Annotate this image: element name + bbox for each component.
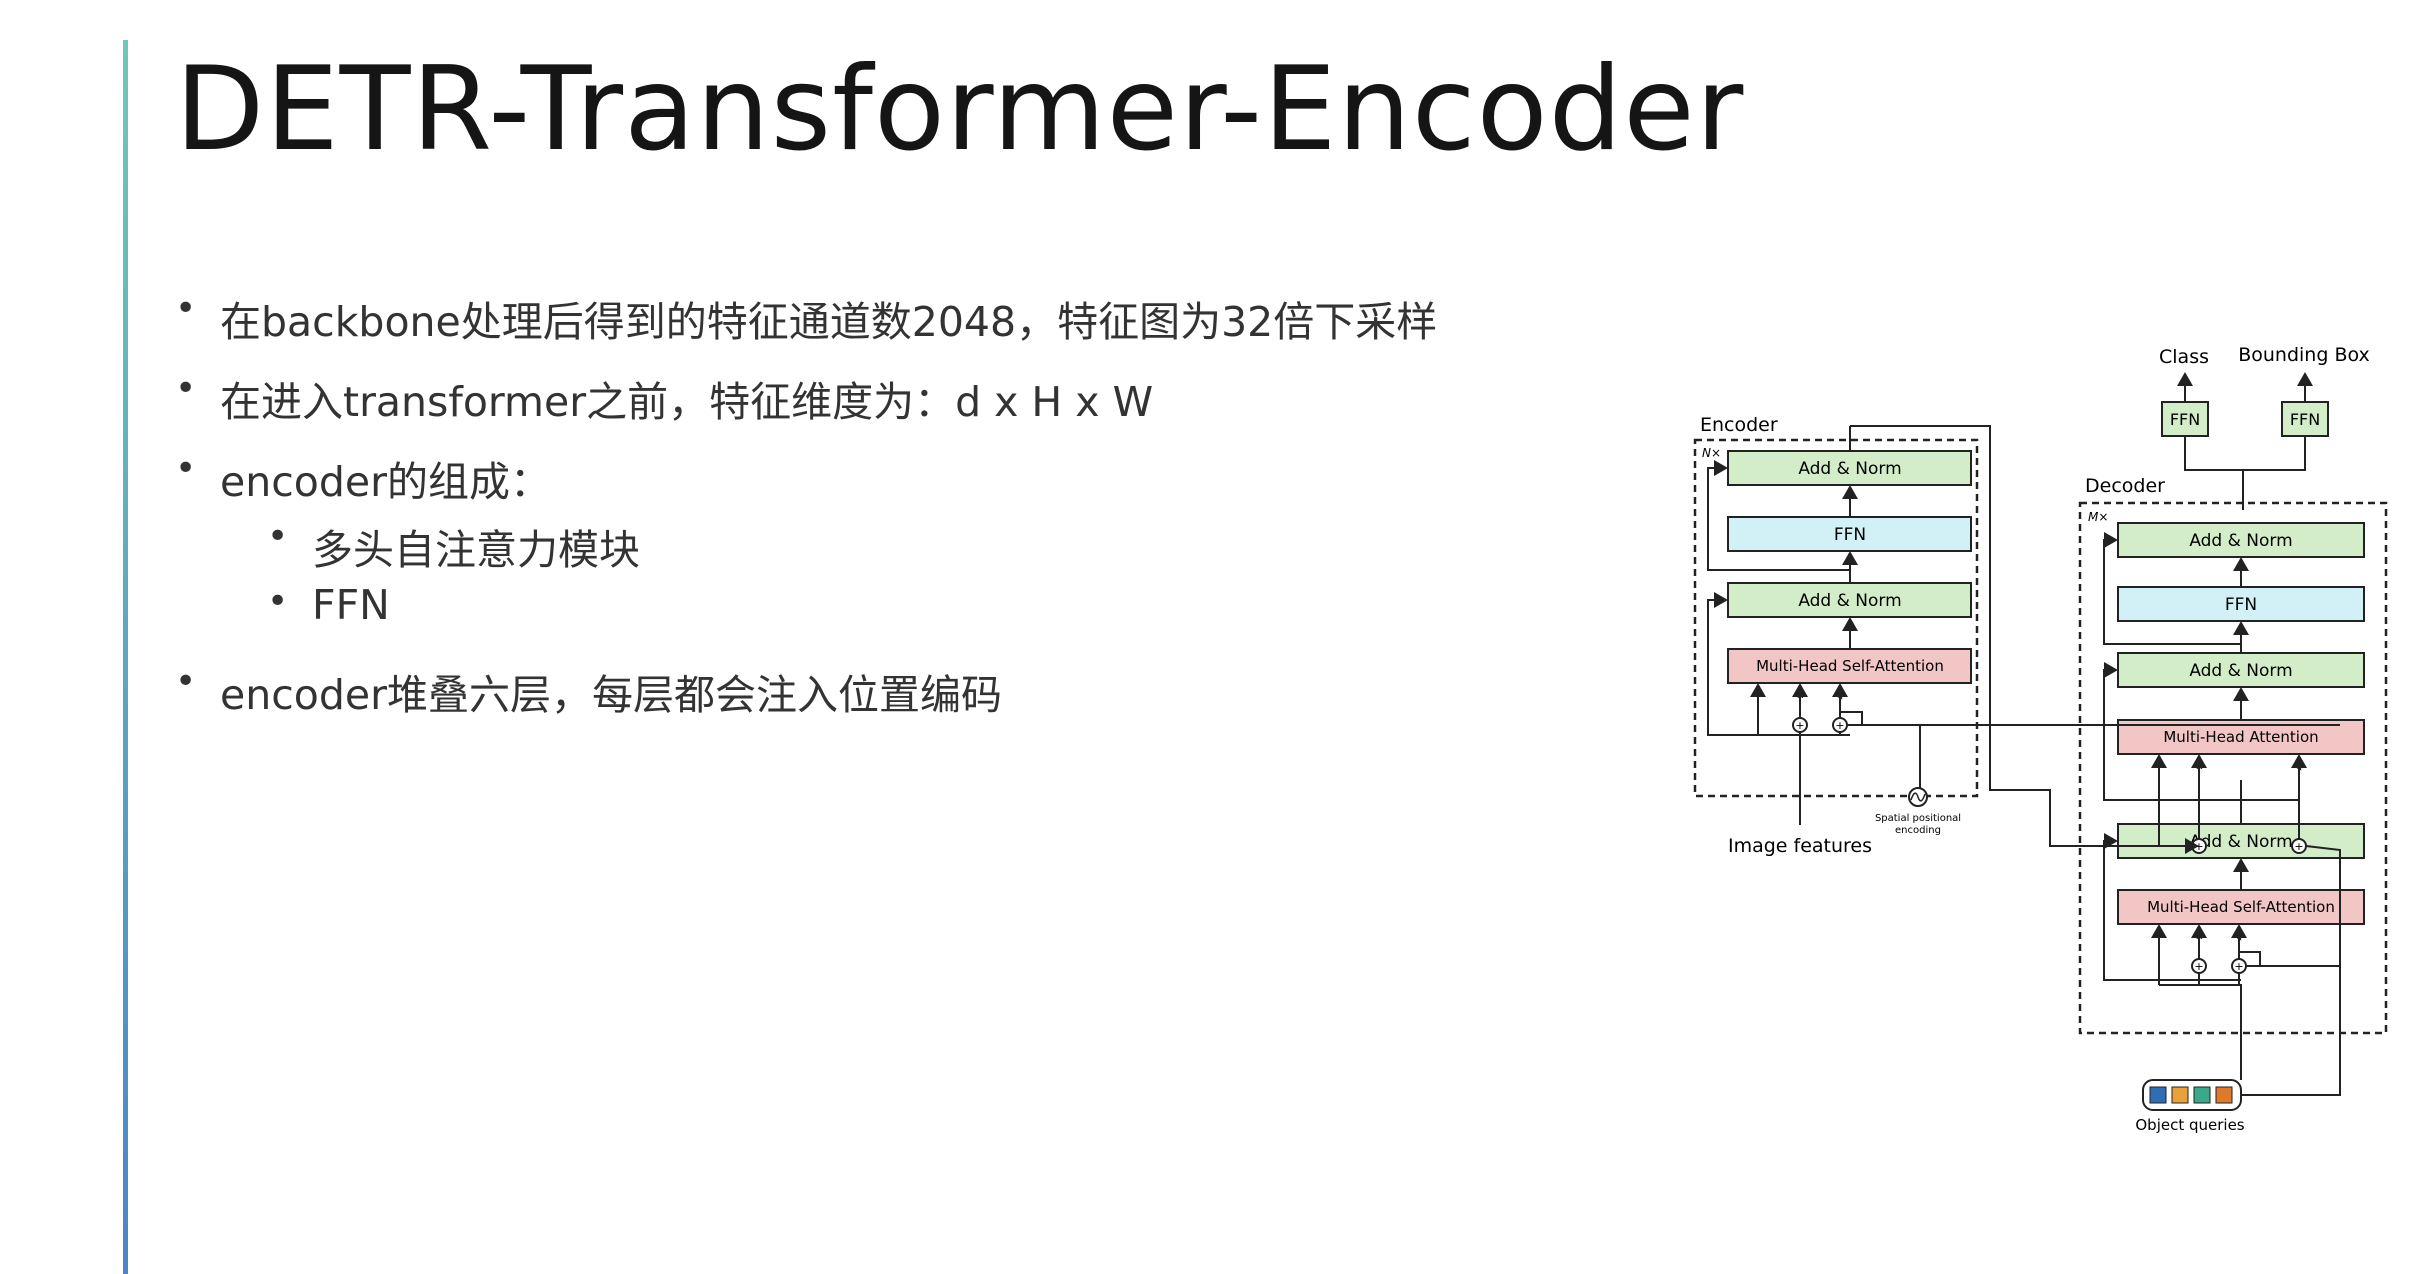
svg-text:+: + (2194, 960, 2203, 973)
bullet-text: FFN (312, 581, 390, 629)
bullet-dot-icon: • (267, 516, 289, 557)
slide-title: DETR-Transformer-Encoder (175, 42, 1745, 177)
decoder-label: Decoder (2085, 475, 2165, 497)
bullet-dot-icon: • (175, 288, 197, 329)
encoder-ffn-label: FFN (1834, 525, 1866, 545)
decoder-self-attention-label: Multi-Head Self-Attention (2147, 898, 2335, 916)
bullet-dot-icon: • (267, 581, 289, 622)
decoder-addnorm-3 (2117, 522, 2365, 558)
decoder-addnorm-1-label: Add & Norm (2189, 832, 2292, 852)
svg-text:+: + (2234, 960, 2243, 973)
query-chip (2215, 1086, 2233, 1104)
svg-text:+: + (2194, 840, 2203, 853)
bullet-text: 多头自注意力模块 (312, 526, 640, 574)
object-queries-label: Object queries (2135, 1116, 2244, 1134)
encoder-block (1693, 438, 1979, 798)
decoder-addnorm-3-label: Add & Norm (2189, 531, 2292, 551)
decoder-self-attention (2117, 889, 2365, 925)
svg-text:+: + (1795, 719, 1804, 732)
spatial-encoding-label-2: encoding (1895, 825, 1941, 836)
bullet-text: 在backbone处理后得到的特征通道数2048，特征图为32倍下采样 (220, 298, 1438, 346)
bullet-dot-icon: • (175, 368, 197, 409)
bullet-text: encoder的组成： (220, 458, 551, 506)
encoder-repeat-label: N× (1702, 446, 1721, 460)
bullet-text: encoder堆叠六层，每层都会注入位置编码 (220, 671, 1002, 719)
slide-accent-bar (123, 40, 128, 1274)
bullet-text: 在进入transformer之前，特征维度为：d x H x W (220, 378, 1154, 426)
bbox-ffn-label: FFN (2290, 410, 2320, 429)
class-ffn-label: FFN (2170, 410, 2200, 429)
query-chip (2171, 1086, 2189, 1104)
query-chip (2149, 1086, 2167, 1104)
svg-text:+: + (1835, 719, 1844, 732)
detr-architecture-diagram: Class Bounding Box FFN FFN Decoder M× Ad… (1690, 330, 2430, 1150)
query-chip (2193, 1086, 2211, 1104)
class-label: Class (2159, 346, 2209, 368)
encoder-ffn (1727, 516, 1972, 552)
encoder-label: Encoder (1700, 414, 1778, 436)
decoder-block (2078, 501, 2388, 1035)
decoder-ffn (2117, 586, 2365, 622)
spatial-encoding-label-1: Spatial positional (1875, 813, 1961, 824)
image-features-label: Image features (1728, 835, 1872, 857)
decoder-ffn-label: FFN (2225, 595, 2257, 615)
encoder-addnorm-1-label: Add & Norm (1798, 591, 1901, 611)
class-ffn-box (2161, 401, 2209, 437)
decoder-addnorm-2-label: Add & Norm (2189, 661, 2292, 681)
bbox-label: Bounding Box (2238, 344, 2370, 366)
encoder-addnorm-2 (1727, 450, 1972, 486)
decoder-repeat-label: M× (2088, 510, 2108, 524)
bullet-dot-icon: • (175, 661, 197, 702)
encoder-self-attention-label: Multi-Head Self-Attention (1756, 657, 1944, 675)
decoder-cross-attention-label: Multi-Head Attention (2163, 728, 2318, 746)
encoder-addnorm-2-label: Add & Norm (1798, 459, 1901, 479)
bullet-dot-icon: • (175, 448, 197, 489)
svg-text:+: + (2294, 840, 2303, 853)
